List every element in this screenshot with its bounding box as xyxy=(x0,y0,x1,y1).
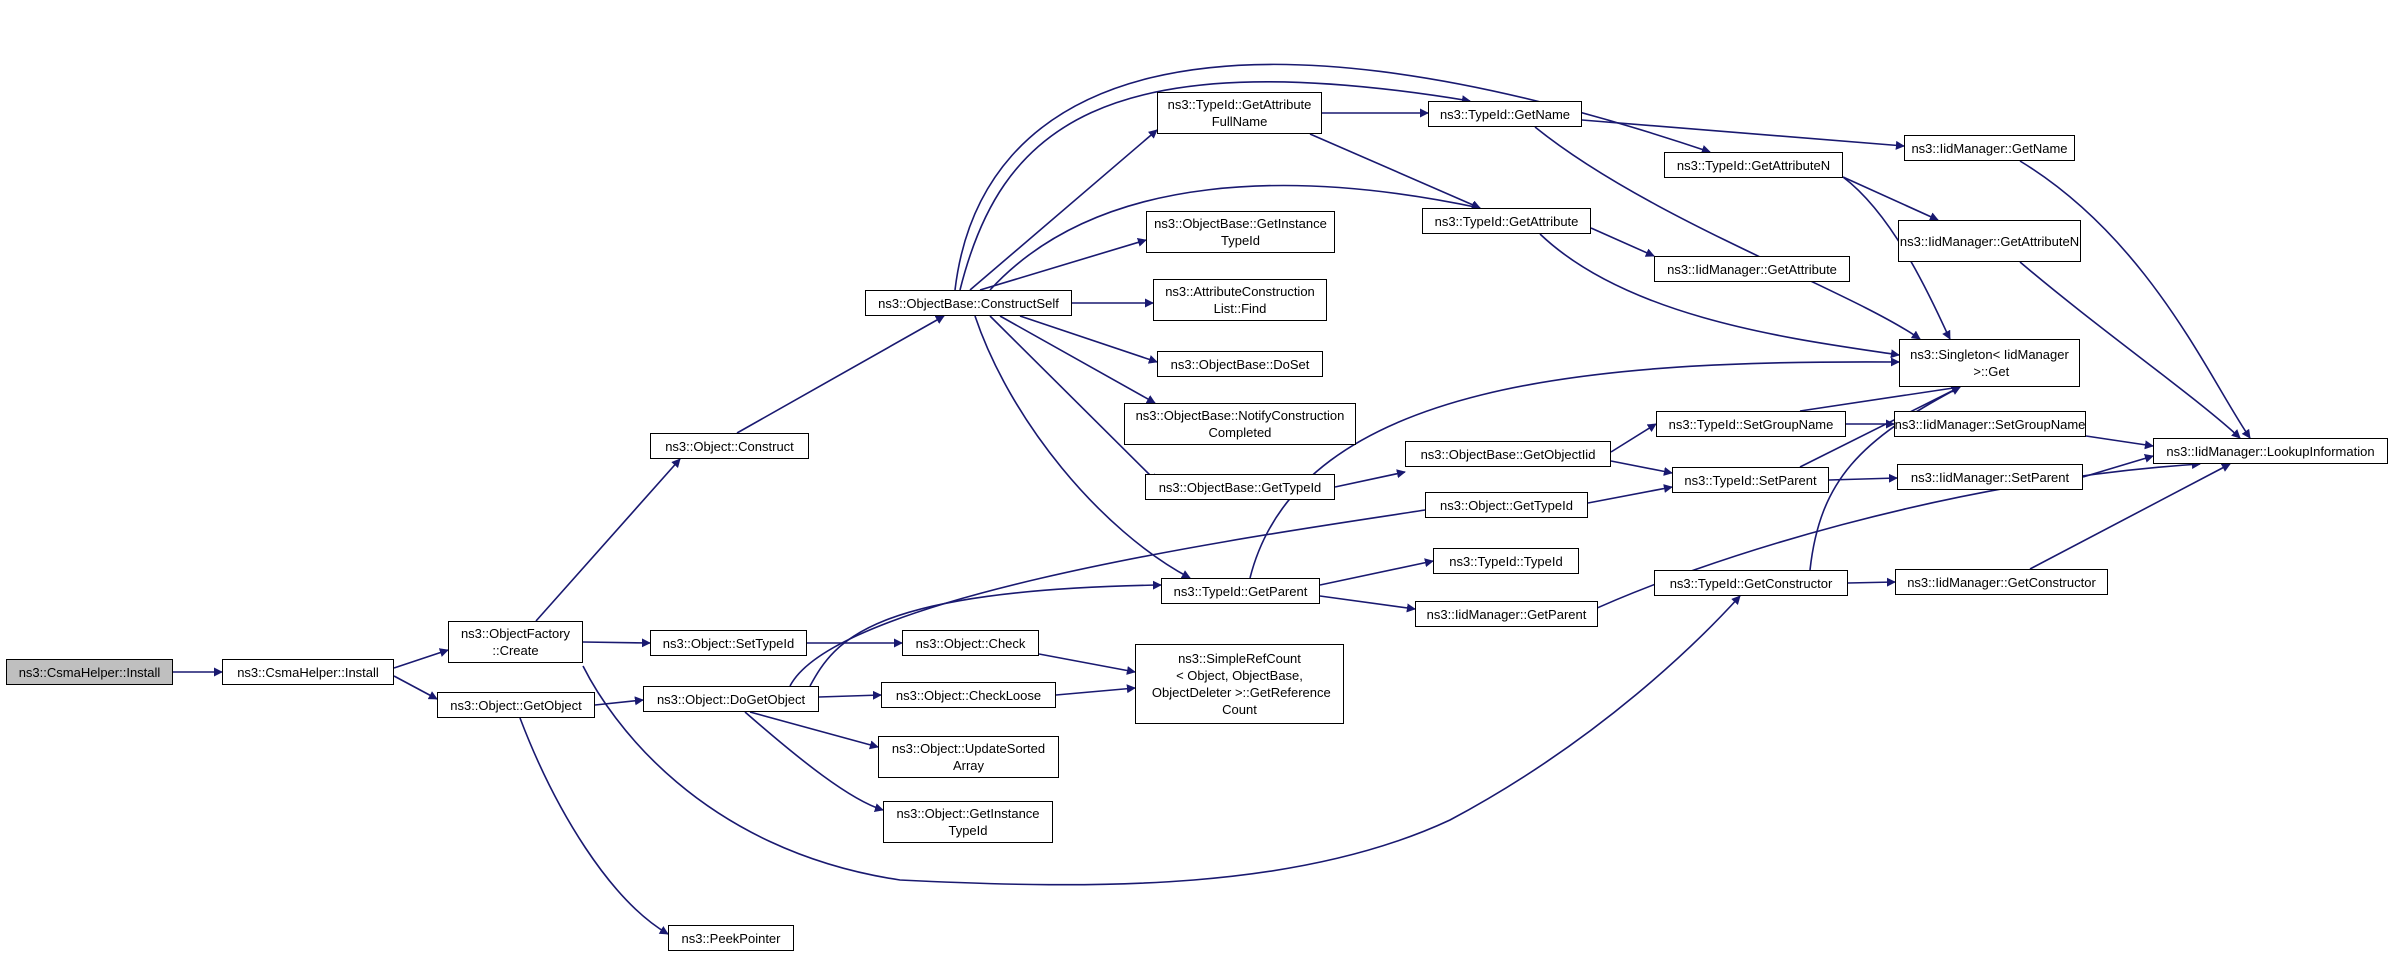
call-edge xyxy=(818,690,882,700)
node-typeid-get-constructor[interactable]: ns3::TypeId::GetConstructor xyxy=(1654,570,1848,596)
call-edge xyxy=(1019,315,1158,364)
call-edge xyxy=(1842,176,1951,340)
call-edge xyxy=(999,315,1156,404)
node-typeid-set-parent[interactable]: ns3::TypeId::SetParent xyxy=(1672,467,1829,493)
call-edge xyxy=(959,81,1471,291)
node-objectbase-notify-construction-completed[interactable]: ns3::ObjectBase::NotifyConstruction Comp… xyxy=(1124,403,1356,445)
call-edge xyxy=(736,315,945,434)
node-object-get-object[interactable]: ns3::Object::GetObject xyxy=(437,692,595,718)
call-edge xyxy=(1319,558,1434,586)
node-singleton-iidmanager-get[interactable]: ns3::Singleton< IidManager >::Get xyxy=(1899,339,2080,387)
node-simple-ref-count-get-reference-count[interactable]: ns3::SimpleRefCount < Object, ObjectBase… xyxy=(1135,644,1344,724)
call-edge xyxy=(519,717,669,935)
call-edge xyxy=(1038,653,1136,675)
call-edge xyxy=(2019,160,2251,439)
call-edge xyxy=(2029,463,2231,570)
node-objectbase-get-instance-type-id[interactable]: ns3::ObjectBase::GetInstance TypeId xyxy=(1146,211,1335,253)
node-iidmanager-get-attribute-n[interactable]: ns3::IidManager::GetAttributeN xyxy=(1898,220,2081,262)
call-edge xyxy=(1799,383,1961,412)
node-object-check[interactable]: ns3::Object::Check xyxy=(902,630,1039,656)
node-typeid-set-group-name[interactable]: ns3::TypeId::SetGroupName xyxy=(1656,411,1846,437)
call-edge xyxy=(582,638,651,648)
call-edge xyxy=(2019,261,2241,439)
call-edge xyxy=(1583,460,2201,615)
node-iidmanager-get-constructor[interactable]: ns3::IidManager::GetConstructor xyxy=(1895,569,2108,595)
call-edge xyxy=(594,696,644,706)
call-edge xyxy=(1581,119,1905,150)
call-edge xyxy=(1309,133,1481,209)
call-edge xyxy=(749,711,879,750)
call-edge xyxy=(1847,577,1896,587)
node-objectbase-construct-self[interactable]: ns3::ObjectBase::ConstructSelf xyxy=(865,290,1072,316)
call-edge xyxy=(1055,684,1136,696)
node-objectbase-get-object-iid[interactable]: ns3::ObjectBase::GetObjectIid xyxy=(1405,441,1611,467)
node-iidmanager-set-parent[interactable]: ns3::IidManager::SetParent xyxy=(1897,464,2083,490)
call-edge xyxy=(1842,176,1939,221)
call-edge xyxy=(809,580,1162,687)
node-iidmanager-lookup-information[interactable]: ns3::IidManager::LookupInformation xyxy=(2153,438,2388,464)
call-edge xyxy=(979,238,1147,291)
call-edge xyxy=(1534,126,1921,340)
node-object-factory-create[interactable]: ns3::ObjectFactory ::Create xyxy=(448,621,583,663)
call-edge xyxy=(989,315,1158,483)
node-typeid-get-name[interactable]: ns3::TypeId::GetName xyxy=(1428,101,1582,127)
call-edge xyxy=(1799,386,1961,468)
node-attribute-construction-list-find[interactable]: ns3::AttributeConstruction List::Find xyxy=(1153,279,1327,321)
node-root-csma-helper-install: ns3::CsmaHelper::Install xyxy=(6,659,173,685)
node-object-get-type-id[interactable]: ns3::Object::GetTypeId xyxy=(1425,492,1588,518)
call-edge xyxy=(1590,227,1655,257)
call-edge xyxy=(582,595,1741,886)
node-iidmanager-get-attribute[interactable]: ns3::IidManager::GetAttribute xyxy=(1654,256,1850,282)
call-edge xyxy=(535,458,681,622)
node-typeid-get-parent[interactable]: ns3::TypeId::GetParent xyxy=(1161,578,1320,604)
node-object-update-sorted-array[interactable]: ns3::Object::UpdateSorted Array xyxy=(878,736,1059,778)
node-typeid-get-attribute-n[interactable]: ns3::TypeId::GetAttributeN xyxy=(1664,152,1843,178)
call-edge xyxy=(989,184,1481,291)
call-edge xyxy=(393,675,438,700)
node-typeid-get-attribute[interactable]: ns3::TypeId::GetAttribute xyxy=(1422,208,1591,234)
call-edge xyxy=(1587,484,1673,504)
node-object-check-loose[interactable]: ns3::Object::CheckLoose xyxy=(881,682,1056,708)
call-edge xyxy=(969,129,1158,291)
node-typeid-type-id[interactable]: ns3::TypeId::TypeId xyxy=(1433,548,1579,574)
call-edge xyxy=(2082,454,2154,478)
call-edge xyxy=(1610,460,1673,476)
node-peek-pointer[interactable]: ns3::PeekPointer xyxy=(668,925,794,951)
call-edge xyxy=(1334,469,1406,488)
call-edge xyxy=(789,504,1439,687)
node-typeid-get-attribute-full-name[interactable]: ns3::TypeId::GetAttribute FullName xyxy=(1157,92,1322,134)
node-object-construct[interactable]: ns3::Object::Construct xyxy=(650,433,809,459)
node-iidmanager-get-name[interactable]: ns3::IidManager::GetName xyxy=(1904,135,2075,161)
node-object-get-instance-type-id[interactable]: ns3::Object::GetInstance TypeId xyxy=(883,801,1053,843)
node-object-do-get-object[interactable]: ns3::Object::DoGetObject xyxy=(643,686,819,712)
call-edge xyxy=(1249,357,1900,579)
call-edge xyxy=(2085,435,2154,450)
node-objectbase-do-set[interactable]: ns3::ObjectBase::DoSet xyxy=(1157,351,1323,377)
node-objectbase-get-type-id[interactable]: ns3::ObjectBase::GetTypeId xyxy=(1145,474,1335,500)
node-iidmanager-set-group-name[interactable]: ns3::IidManager::SetGroupName xyxy=(1894,411,2086,437)
call-edge xyxy=(974,315,1191,579)
call-edge xyxy=(954,63,1711,291)
call-edge xyxy=(744,711,884,812)
call-edge xyxy=(393,648,449,669)
call-edge xyxy=(1539,233,1900,359)
node-iidmanager-get-parent[interactable]: ns3::IidManager::GetParent xyxy=(1415,601,1598,627)
call-edge xyxy=(1319,595,1416,613)
call-edge xyxy=(1809,386,1961,571)
call-edge xyxy=(1610,423,1657,453)
node-csma-helper-install[interactable]: ns3::CsmaHelper::Install xyxy=(222,659,394,685)
node-object-set-type-id[interactable]: ns3::Object::SetTypeId xyxy=(650,630,807,656)
